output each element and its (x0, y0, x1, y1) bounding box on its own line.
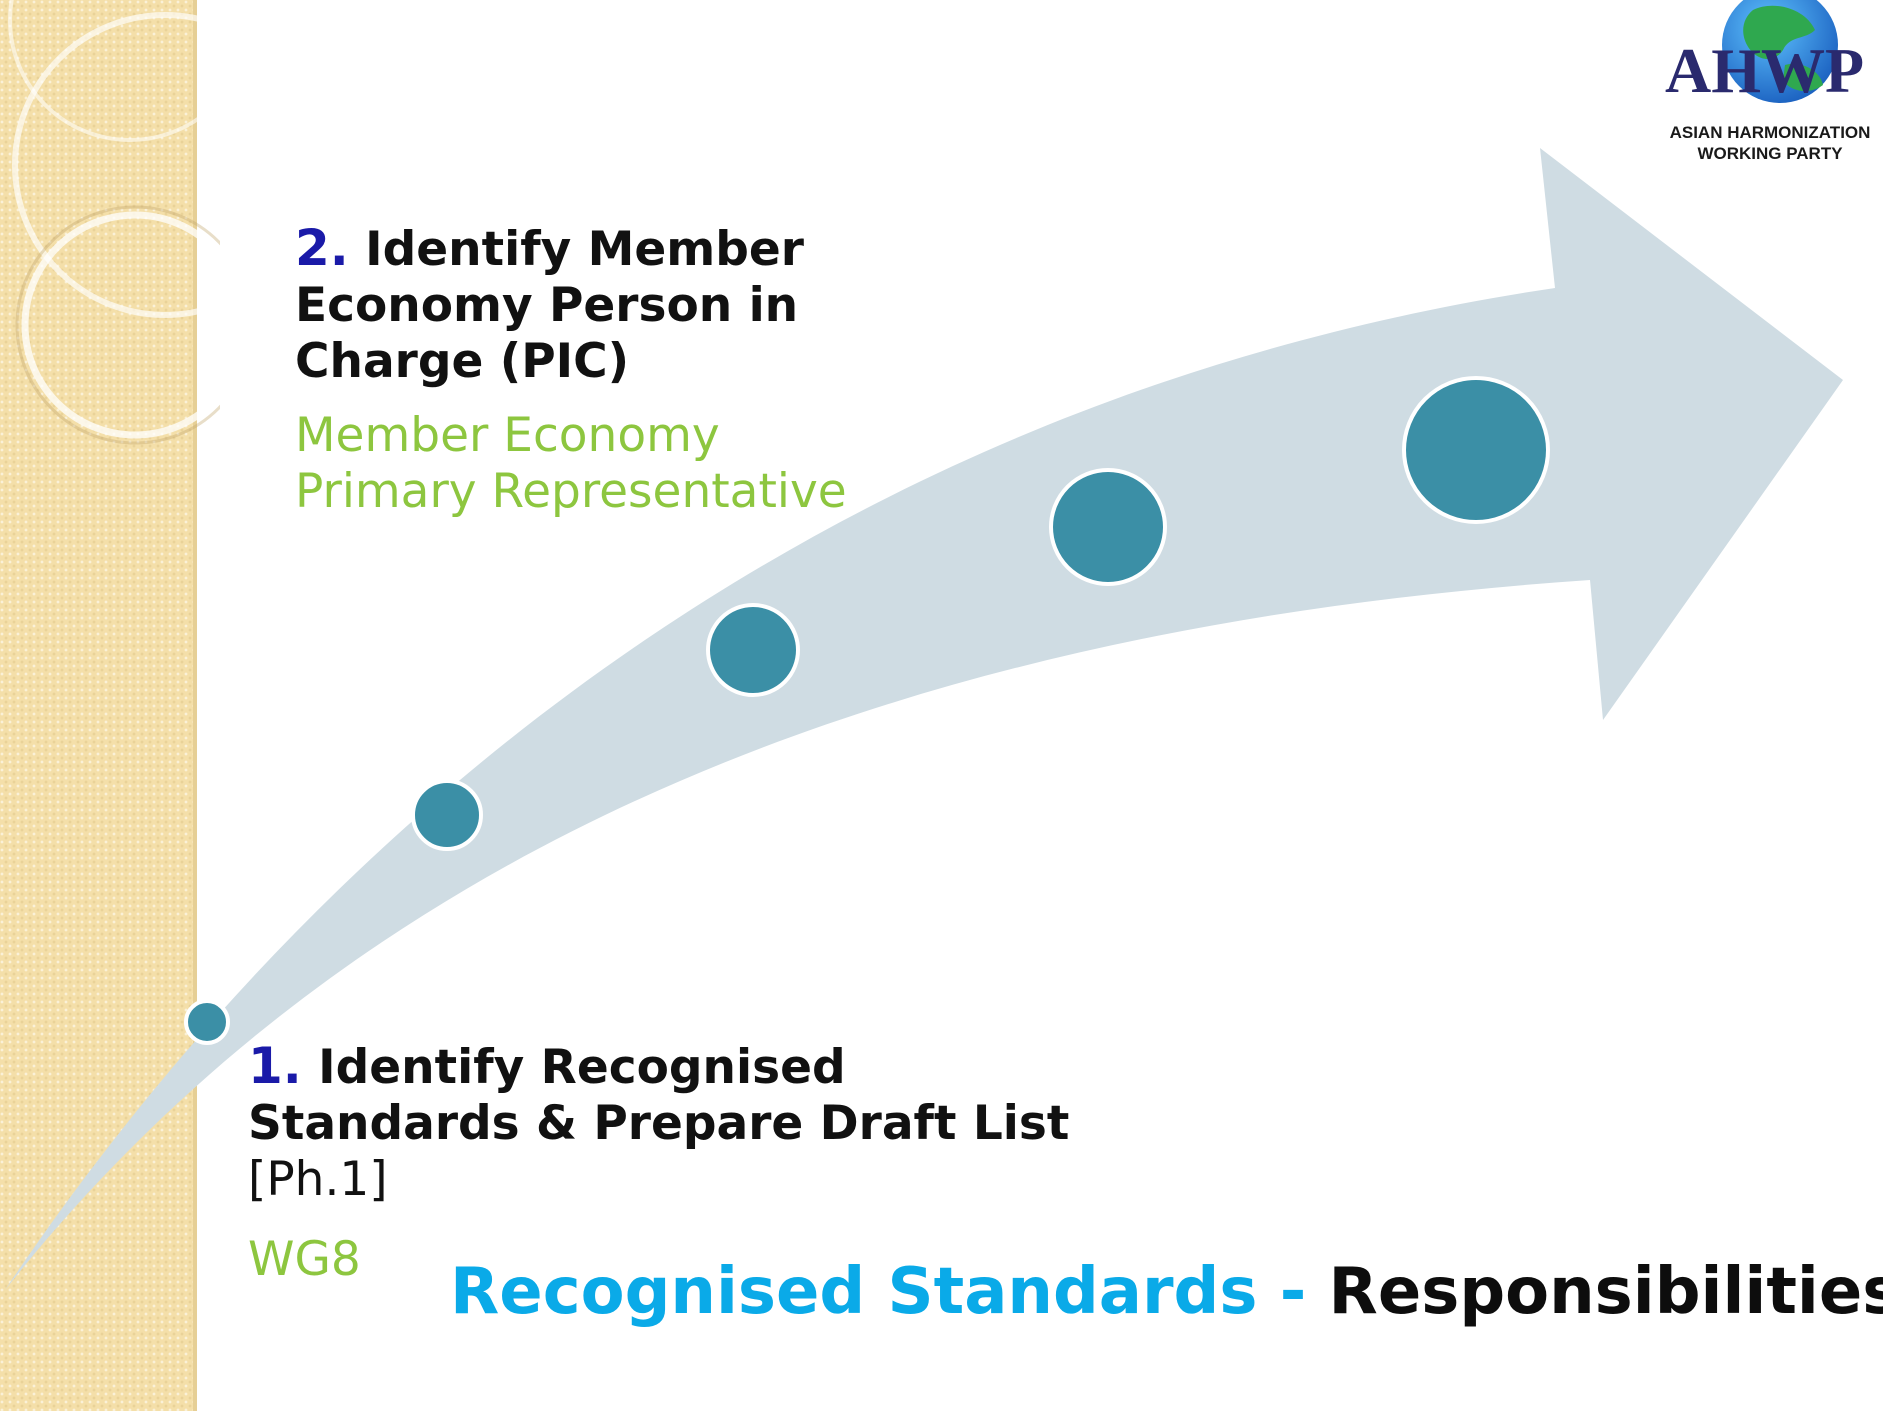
progress-node-2 (411, 779, 483, 851)
progress-nodes (184, 376, 1550, 1045)
decorative-rings (8, 0, 220, 445)
step-1-responsible: WG8 (248, 1232, 361, 1287)
logo-caption-line1: ASIAN HARMONIZATION (1669, 123, 1871, 142)
step-1-block: 1. Identify Recognised Standards & Prepa… (248, 1040, 1108, 1288)
step-2-title-line2: Economy Person in (295, 278, 799, 333)
step-2-block: 2. Identify Member Economy Person in Cha… (295, 222, 855, 520)
logo-caption: ASIAN HARMONIZATION WORKING PARTY (1650, 122, 1883, 164)
slide-title-accent: Recognised Standards (450, 1255, 1258, 1329)
curved-arrow (5, 148, 1843, 1290)
slide-title-rest: Responsibilities (1328, 1255, 1883, 1329)
progress-node-3 (706, 603, 800, 697)
step-1-subtitle: [Ph.1] (248, 1152, 388, 1207)
step-2-responsible-line1: Member Economy (295, 408, 720, 463)
progress-node-1 (184, 999, 230, 1045)
step-2-responsible-line2: Primary Representative (295, 464, 847, 519)
step-1-number: 1. (248, 1037, 302, 1095)
step-2-number: 2. (295, 219, 349, 277)
ahwp-logo: AHWP (1665, 0, 1864, 106)
slide-title-separator: - (1257, 1255, 1329, 1329)
progress-node-4 (1049, 468, 1167, 586)
step-1-title-line2: Standards & Prepare Draft List (248, 1096, 1070, 1151)
step-2-title-line3: Charge (PIC) (295, 334, 630, 389)
progress-node-5 (1402, 376, 1550, 524)
slide-title: Recognised Standards - Responsibilities (450, 1252, 1883, 1332)
step-2-title-line1: Identify Member (365, 222, 804, 277)
logo-letters: AHWP (1665, 35, 1864, 106)
step-1-title-line1: Identify Recognised (318, 1040, 846, 1095)
logo-caption-line2: WORKING PARTY (1697, 144, 1843, 163)
